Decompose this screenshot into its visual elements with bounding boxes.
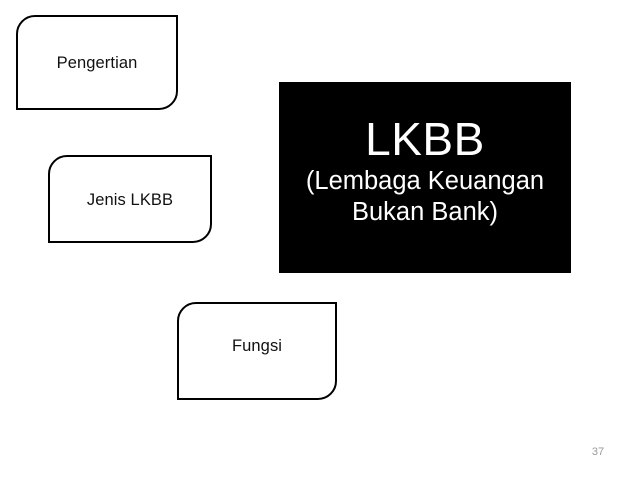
title-expansion-line-1: (Lembaga Keuangan: [305, 167, 545, 195]
topic-box-fungsi[interactable]: Fungsi: [177, 302, 337, 400]
topic-box-label: Pengertian: [56, 54, 138, 72]
title-expansion-line-2: Bukan Bank): [351, 198, 498, 227]
title-expansion: (Lembaga Keuangan Bukan Bank): [279, 166, 571, 228]
topic-box-label: Fungsi: [231, 337, 283, 355]
topic-box-label: Jenis LKBB: [86, 191, 174, 209]
topic-box-pengertian[interactable]: Pengertian: [16, 15, 178, 110]
title-acronym: LKBB: [365, 113, 485, 165]
topic-box-jenis-lkbb[interactable]: Jenis LKBB: [48, 155, 212, 243]
page-number: 37: [591, 446, 605, 458]
title-block: LKBB (Lembaga Keuangan Bukan Bank): [279, 82, 571, 273]
